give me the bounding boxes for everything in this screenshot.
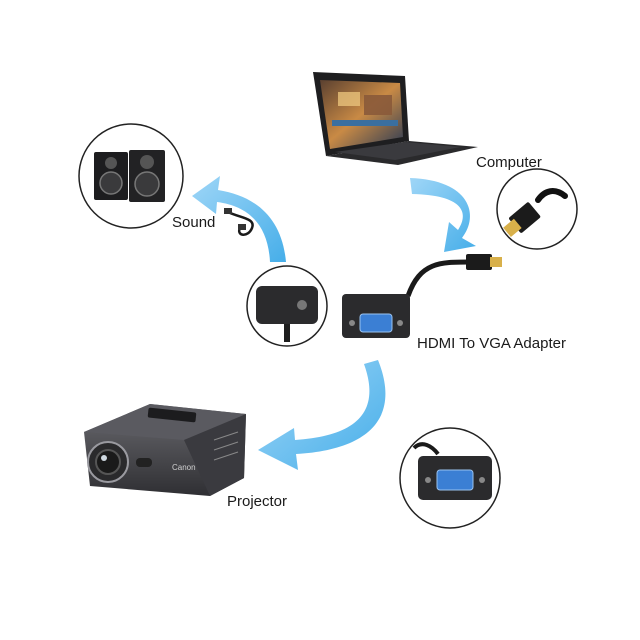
arrow-adapter-to-projector: [258, 360, 386, 470]
arrow-adapter-to-sound: [192, 176, 286, 262]
vga-adapter-icon: [342, 254, 502, 338]
hdmi-connector-icon: [496, 168, 578, 250]
projector-label: Projector: [227, 493, 288, 510]
computer-label: Computer: [476, 154, 542, 171]
audio-port-icon: [246, 265, 328, 347]
sound-label: Sound: [172, 214, 216, 231]
audio-cable-icon: [224, 208, 254, 236]
vga-port-icon: [399, 427, 501, 529]
arrow-computer-to-adapter: [410, 178, 476, 252]
speakers-icon: [78, 123, 184, 229]
adapter-label: HDMI To VGA Adapter: [417, 335, 566, 352]
projector-icon: Canon: [84, 404, 246, 496]
svg-text:Canon: Canon: [172, 463, 196, 472]
laptop-icon: [313, 72, 478, 165]
